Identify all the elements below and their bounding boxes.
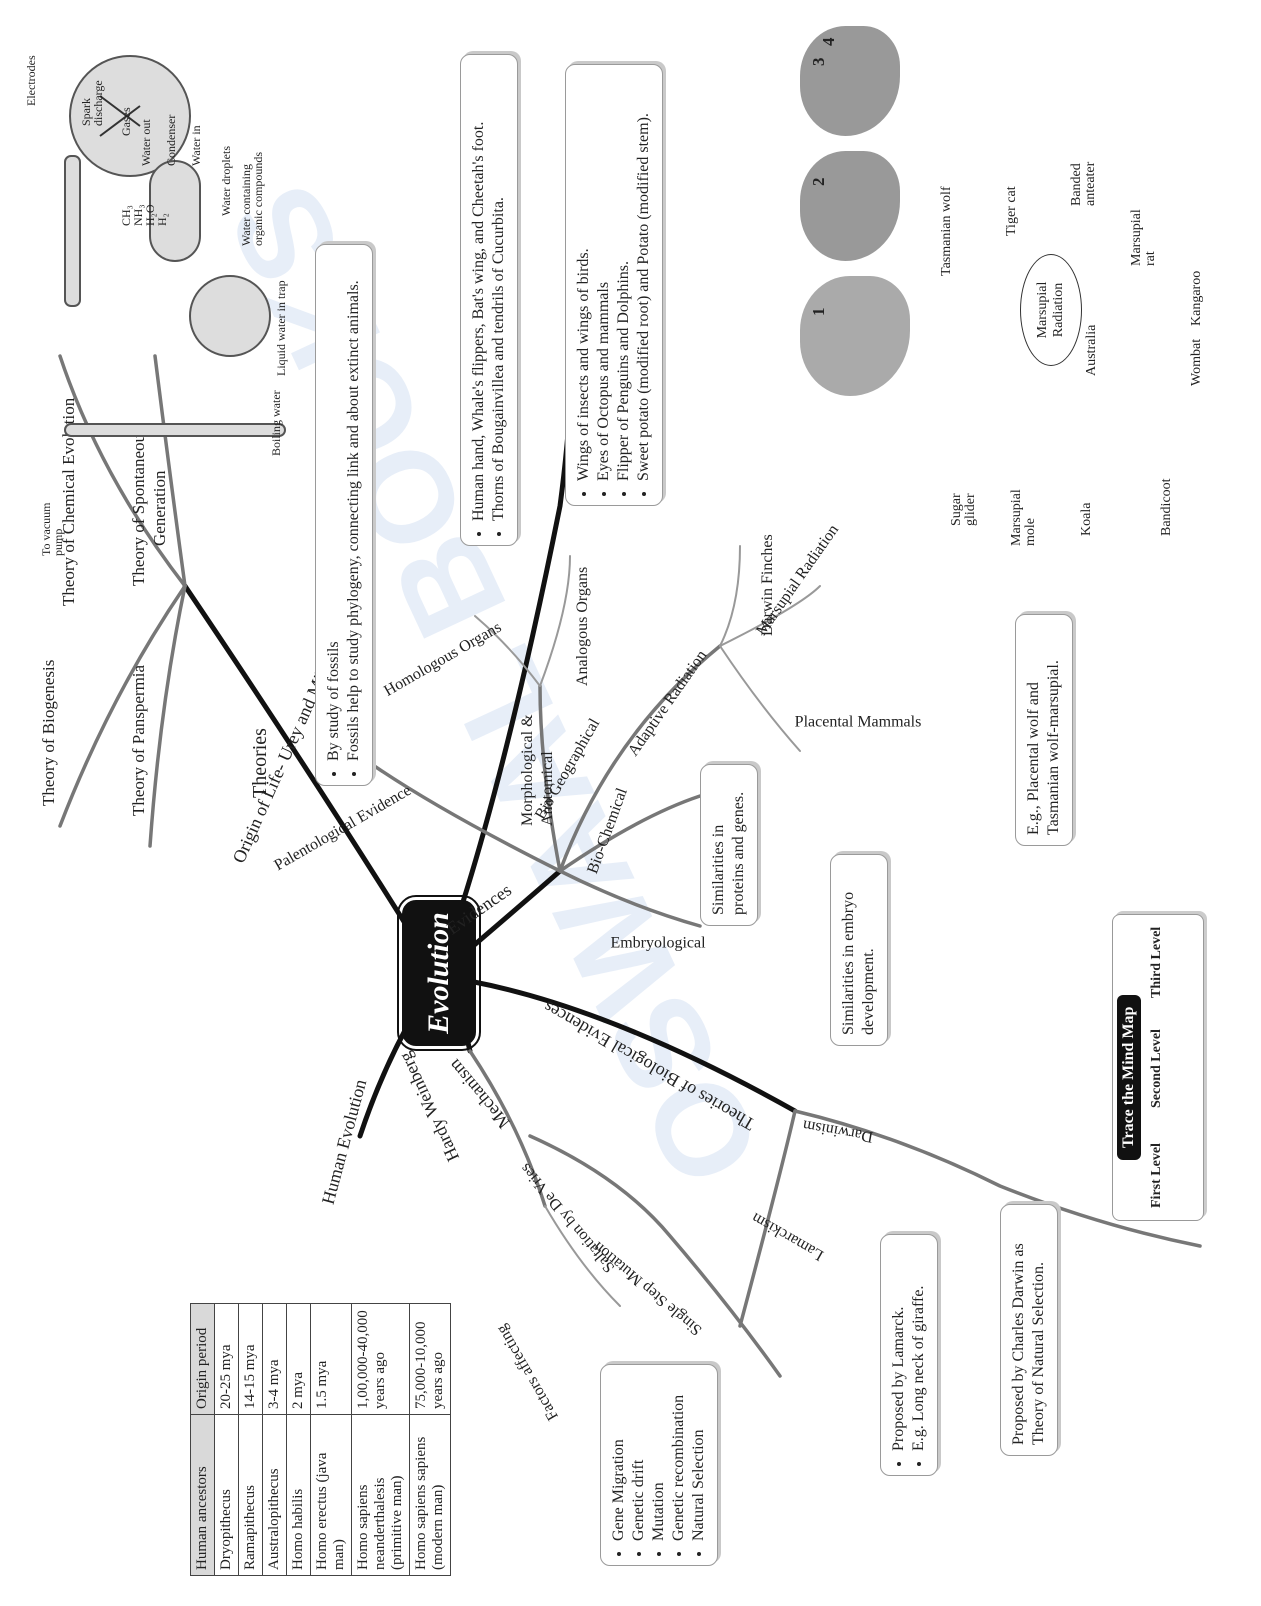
lamarck-box: Proposed by Lamarck.E.g. Long neck of gi…	[880, 1234, 938, 1476]
homologous-box: Human hand, Whale's flippers, Bat's wing…	[460, 54, 518, 546]
factors-box: Gene MigrationGenetic driftMutationGenet…	[600, 1364, 718, 1566]
apparatus-droplets: Water droplets	[219, 145, 233, 216]
legend-box: Trace the Mind Map First Level Second Le…	[1112, 914, 1204, 1221]
evidence-placental: Placental Mammals	[794, 713, 922, 731]
evidence-analogous: Analogous Organs	[574, 566, 591, 686]
finch-4-label: 4	[819, 37, 838, 47]
left-tube	[64, 155, 81, 307]
return-tube	[64, 423, 286, 437]
finch-1-label: 1	[809, 307, 828, 317]
marsupial-wombat: Wombat	[1189, 338, 1204, 386]
analogous-box: Wings of insects and wings of birds.Eyes…	[565, 64, 663, 506]
theory-biogenesis: Theory of Biogenesis	[39, 659, 58, 806]
marsupial-kangaroo: Kangaroo	[1189, 270, 1204, 326]
apparatus-boiling: Boiling water	[269, 390, 283, 456]
darwin-box: Proposed by Charles Darwin as Theory of …	[1000, 1204, 1058, 1456]
spark-flask	[69, 55, 191, 177]
marsupial-australia: Australia	[1084, 324, 1099, 376]
legend-third: Third Level	[1149, 926, 1164, 998]
finch-2-label: 2	[809, 177, 828, 187]
fossil-box: By study of fossilsFossils help to study…	[315, 244, 373, 786]
legend-first: First Level	[1149, 1143, 1164, 1208]
boiling-flask	[189, 275, 271, 357]
marsupial-tasmanian: Tasmanian wolf	[939, 186, 954, 276]
placental-box: E.g., Placental wolf and Tasmanian wolf-…	[1015, 614, 1073, 846]
marsupial-tiger-cat: Tiger cat	[1004, 186, 1019, 236]
theory-panspermia: Theory of Panspermia	[129, 664, 148, 816]
marsupial-koala: Koala	[1079, 502, 1094, 536]
condenser-tube	[149, 160, 201, 262]
apparatus-water-out: Water out	[139, 119, 153, 166]
apparatus-water-in: Water in	[189, 125, 203, 166]
apparatus-electrodes: Electrodes	[24, 55, 38, 106]
evidence-embryo: Embryological	[610, 934, 706, 952]
biochem-box: Similarities in proteins and genes.	[700, 764, 758, 926]
finch-3-label: 3	[809, 57, 828, 67]
branch-theories-bio-line	[435, 973, 798, 1114]
marsupial-bandicoot: Bandicoot	[1159, 478, 1174, 536]
embryo-box: Similarities in embryo development.	[830, 854, 888, 1046]
legend-title: Trace the Mind Map	[1117, 994, 1141, 1160]
miller-apparatus-diagram	[64, 55, 286, 437]
apparatus-gases: Gases	[119, 107, 133, 136]
legend-second: Second Level	[1149, 1029, 1164, 1108]
apparatus-condenser: Condenser	[164, 114, 178, 166]
apparatus-trap: Liquid water in trap	[274, 280, 288, 376]
